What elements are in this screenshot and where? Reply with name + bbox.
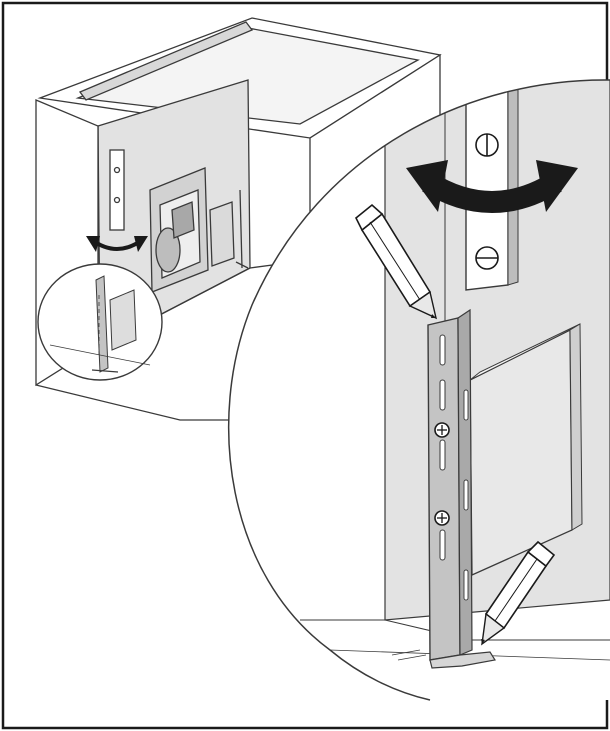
rotation-arrow-icon xyxy=(406,160,578,213)
bracket-screw-lower xyxy=(434,510,450,526)
floor-hatch xyxy=(391,649,427,661)
slotted-bracket xyxy=(427,308,496,669)
post-screw-upper xyxy=(113,166,121,174)
pencil-lower-icon xyxy=(481,540,556,646)
upper-screw-1 xyxy=(475,133,499,157)
zoom-circle-outline xyxy=(227,79,610,701)
zoom-detail xyxy=(227,79,610,701)
bracket-screw-upper xyxy=(434,422,450,438)
zoom-floor xyxy=(300,619,610,641)
overview-post xyxy=(109,149,125,231)
inset-detail-circle xyxy=(37,263,163,381)
back-wall-panel xyxy=(209,201,235,267)
post-screw-lower xyxy=(113,196,121,204)
top-rail xyxy=(78,21,254,101)
upper-screw-2 xyxy=(475,246,499,270)
pencil-upper-icon xyxy=(354,203,438,320)
